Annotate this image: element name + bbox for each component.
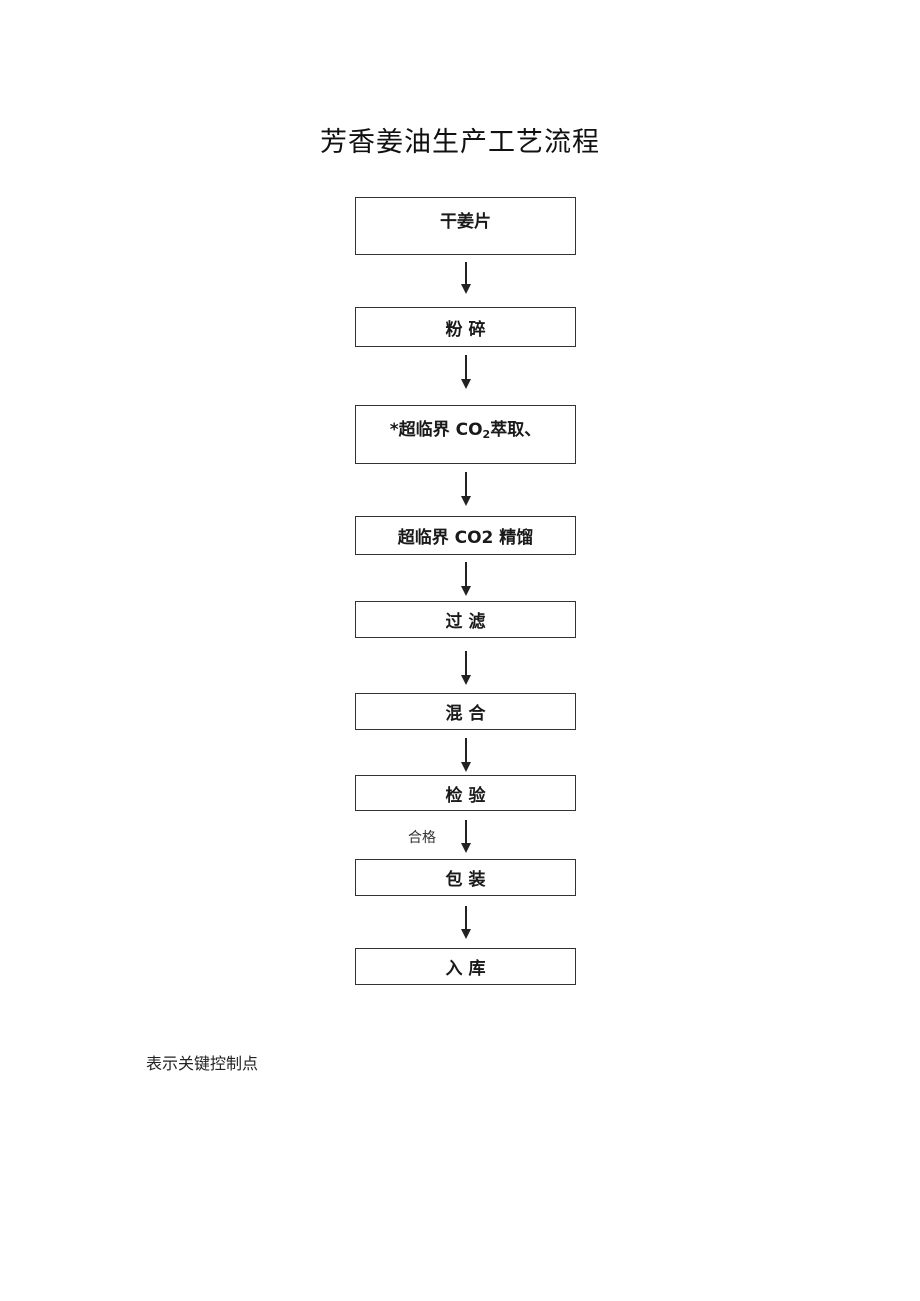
arrow-down-icon [460, 262, 472, 294]
step-mixing: 混 合 [355, 693, 576, 730]
step-label: 混 合 [445, 704, 486, 724]
step-dried-ginger-slices: 干姜片 [355, 197, 576, 255]
arrow-down-icon [460, 355, 472, 389]
step-label: 入 库 [445, 959, 486, 979]
arrow-down-icon [460, 651, 472, 685]
legend-note: 表示关键控制点 [146, 1054, 259, 1073]
step-label: 过 滤 [445, 612, 486, 632]
pass-label: 合格 [408, 830, 436, 846]
arrow-down-icon [460, 738, 472, 772]
step-inspection: 检 验 [355, 775, 576, 811]
step-crushing: 粉 碎 [355, 307, 576, 347]
arrow-down-icon [460, 906, 472, 939]
step-label: 超临界 CO2 精馏 [397, 528, 534, 548]
step-label: 干姜片 [440, 212, 491, 232]
arrow-down-icon [460, 562, 472, 596]
step-label: *超临界 CO2萃取、 [389, 420, 542, 441]
arrow-down-icon [460, 472, 472, 506]
step-packaging: 包 装 [355, 859, 576, 896]
page-title: 芳香姜油生产工艺流程 [320, 127, 600, 158]
step-supercritical-extraction: *超临界 CO2萃取、 [355, 405, 576, 464]
step-filtration: 过 滤 [355, 601, 576, 638]
step-warehousing: 入 库 [355, 948, 576, 985]
arrow-down-icon [460, 820, 472, 853]
step-label: 检 验 [445, 785, 486, 806]
step-label: 粉 碎 [445, 319, 486, 340]
step-label: 包 装 [445, 870, 486, 890]
step-supercritical-rectification: 超临界 CO2 精馏 [355, 516, 576, 555]
